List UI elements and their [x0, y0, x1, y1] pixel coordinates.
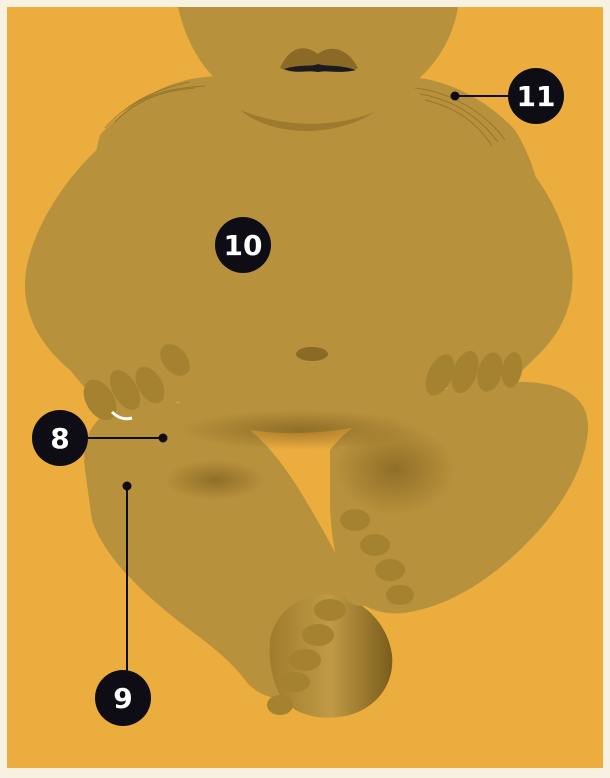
- shoulder-hair-left: [104, 81, 206, 129]
- thigh-highlight: [110, 410, 133, 421]
- leader-dot-11: [450, 91, 460, 101]
- right-arm: [431, 130, 573, 396]
- belly-button: [296, 347, 328, 361]
- callout-label-11: 11: [517, 80, 556, 113]
- mouth-upper-lip: [280, 48, 358, 72]
- callout-badge-9: 9: [95, 670, 151, 726]
- shading: [83, 48, 523, 715]
- right-hand-fingers: [425, 350, 523, 396]
- shoulder-hair-right: [414, 87, 506, 147]
- leader-dot-9: [122, 481, 132, 491]
- callout-label-10: 10: [224, 229, 263, 262]
- callout-label-8: 8: [50, 422, 69, 455]
- lap-shadow: [180, 410, 420, 450]
- mouth-line: [284, 64, 356, 72]
- groin-shadow: [335, 425, 455, 515]
- left-hand-fingers: [83, 344, 190, 421]
- leader-dot-8: [158, 433, 168, 443]
- torso: [92, 76, 543, 434]
- callout-badge-10: 10: [215, 217, 271, 273]
- callout-badge-11: 11: [508, 68, 564, 124]
- callout-label-9: 9: [113, 682, 132, 715]
- knee-shadow: [165, 460, 265, 500]
- left-arm: [24, 130, 194, 417]
- callout-badge-8: 8: [32, 410, 88, 466]
- chin-shadow: [240, 110, 375, 131]
- toes: [267, 509, 414, 715]
